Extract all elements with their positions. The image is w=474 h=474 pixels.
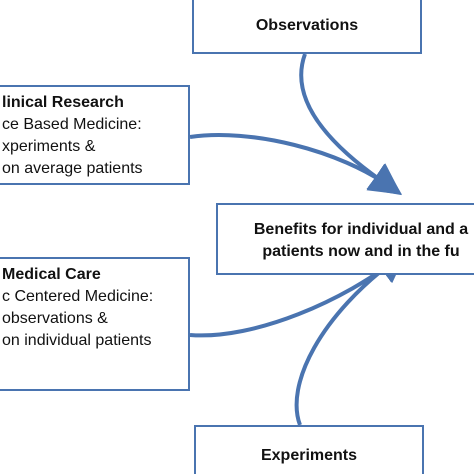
medical-care-title: Medical Care xyxy=(2,266,101,283)
clinical-research-line-1: ce Based Medicine: xyxy=(2,116,142,133)
experiments-box: Experiments xyxy=(194,425,424,474)
observations-box: Observations xyxy=(192,0,422,54)
medical-care-box: Medical Care c Centered Medicine: observ… xyxy=(0,257,190,391)
observations-label: Observations xyxy=(255,17,359,34)
benefits-line-2: patients now and in the fu xyxy=(262,243,460,260)
experiments-label: Experiments xyxy=(260,447,358,464)
clinical-research-title: linical Research xyxy=(2,94,124,111)
benefits-line-1: Benefits for individual and a xyxy=(253,221,469,238)
benefits-box: Benefits for individual and a patients n… xyxy=(216,203,474,275)
clinical-research-box: linical Research ce Based Medicine: xper… xyxy=(0,85,190,185)
medical-care-line-3: on individual patients xyxy=(2,332,152,349)
clinical-research-line-2: xperiments & xyxy=(2,138,96,155)
medical-care-line-2: observations & xyxy=(2,310,108,327)
arrow-experiments-to-benefits xyxy=(294,250,408,426)
clinical-research-line-3: on average patients xyxy=(2,160,143,177)
arrow-observations-to-benefits xyxy=(299,53,402,195)
medical-care-line-1: c Centered Medicine: xyxy=(2,288,154,305)
arrow-clinical-to-benefits xyxy=(189,133,402,196)
